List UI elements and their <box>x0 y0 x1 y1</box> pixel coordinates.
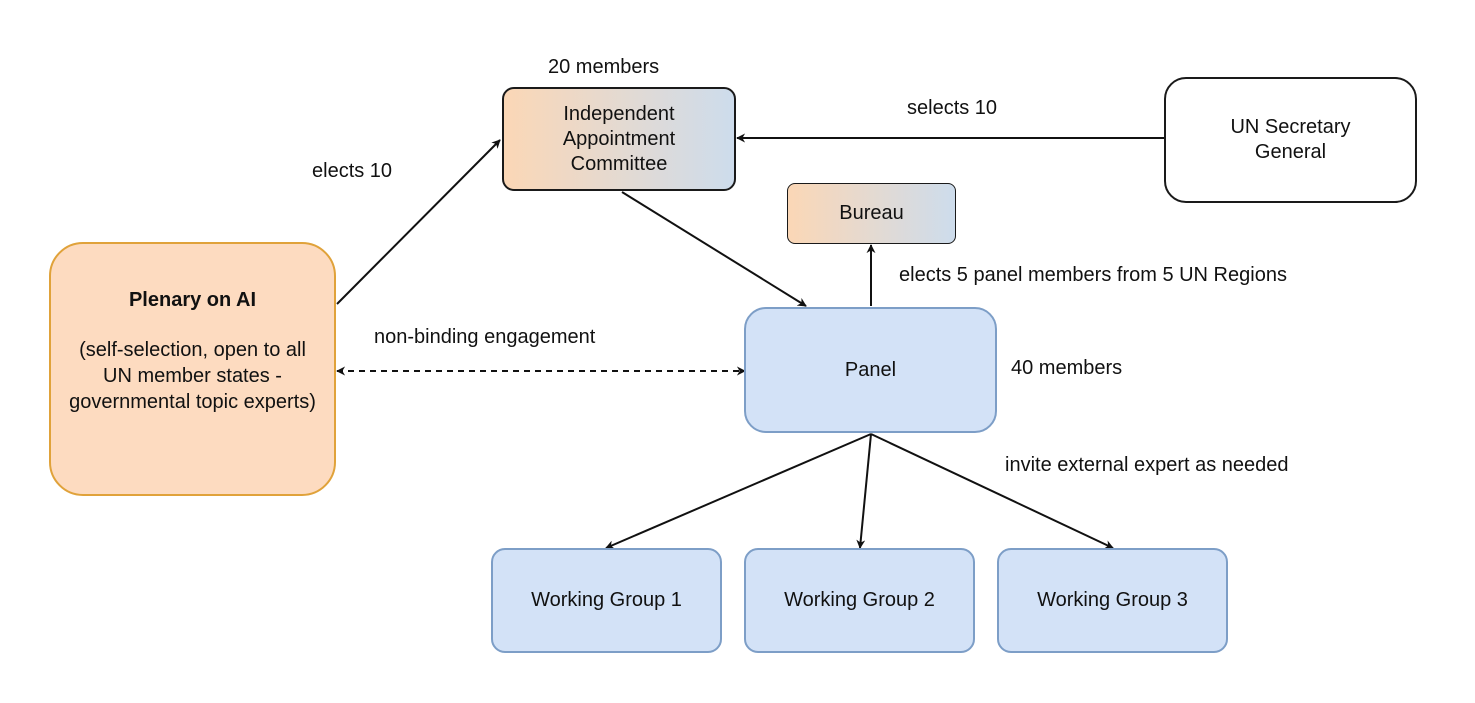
committee-caption: 20 members <box>548 56 660 78</box>
edge-panel-to-wg1 <box>605 433 872 549</box>
plenary-description: (self-selection, open to all UN member s… <box>69 339 316 413</box>
committee-box: Independent Appointment Committee <box>502 87 736 191</box>
working-group-1-box: Working Group 1 <box>491 548 722 653</box>
edge-label-elects-10: elects 10 <box>312 160 393 182</box>
edge-label-non-binding-engagement: non-binding engagement <box>374 326 596 348</box>
edge-label-elects-5-panel-members: elects 5 panel members from 5 UN Regions <box>899 264 1287 286</box>
working-group-3-box: Working Group 3 <box>997 548 1228 653</box>
panel-caption: 40 members <box>1011 357 1123 379</box>
secretary-label: UN Secretary General <box>1230 116 1351 163</box>
plenary-box: Plenary on AI (self-selection, open to a… <box>49 242 336 496</box>
panel-box: Panel <box>744 307 997 433</box>
working-group-3-label: Working Group 3 <box>1037 589 1188 611</box>
panel-label: Panel <box>844 358 897 381</box>
plenary-title: Plenary on AI <box>128 289 257 311</box>
edge-panel-to-wg3 <box>870 433 1114 549</box>
edge-label-invite-external-expert: invite external expert as needed <box>1005 454 1289 476</box>
edge-plenary-to-committee <box>336 139 501 305</box>
working-group-2-box: Working Group 2 <box>744 548 975 653</box>
edge-panel-to-wg2 <box>856 433 872 549</box>
edge-label-selects-10: selects 10 <box>907 97 998 119</box>
bureau-label: Bureau <box>839 202 904 224</box>
bureau-box: Bureau <box>787 183 956 244</box>
working-group-2-label: Working Group 2 <box>784 589 935 611</box>
working-group-1-label: Working Group 1 <box>531 589 682 611</box>
committee-label: Independent Appointment Committee <box>562 102 676 175</box>
secretary-box: UN Secretary General <box>1164 77 1417 203</box>
edge-committee-to-panel <box>621 191 807 307</box>
